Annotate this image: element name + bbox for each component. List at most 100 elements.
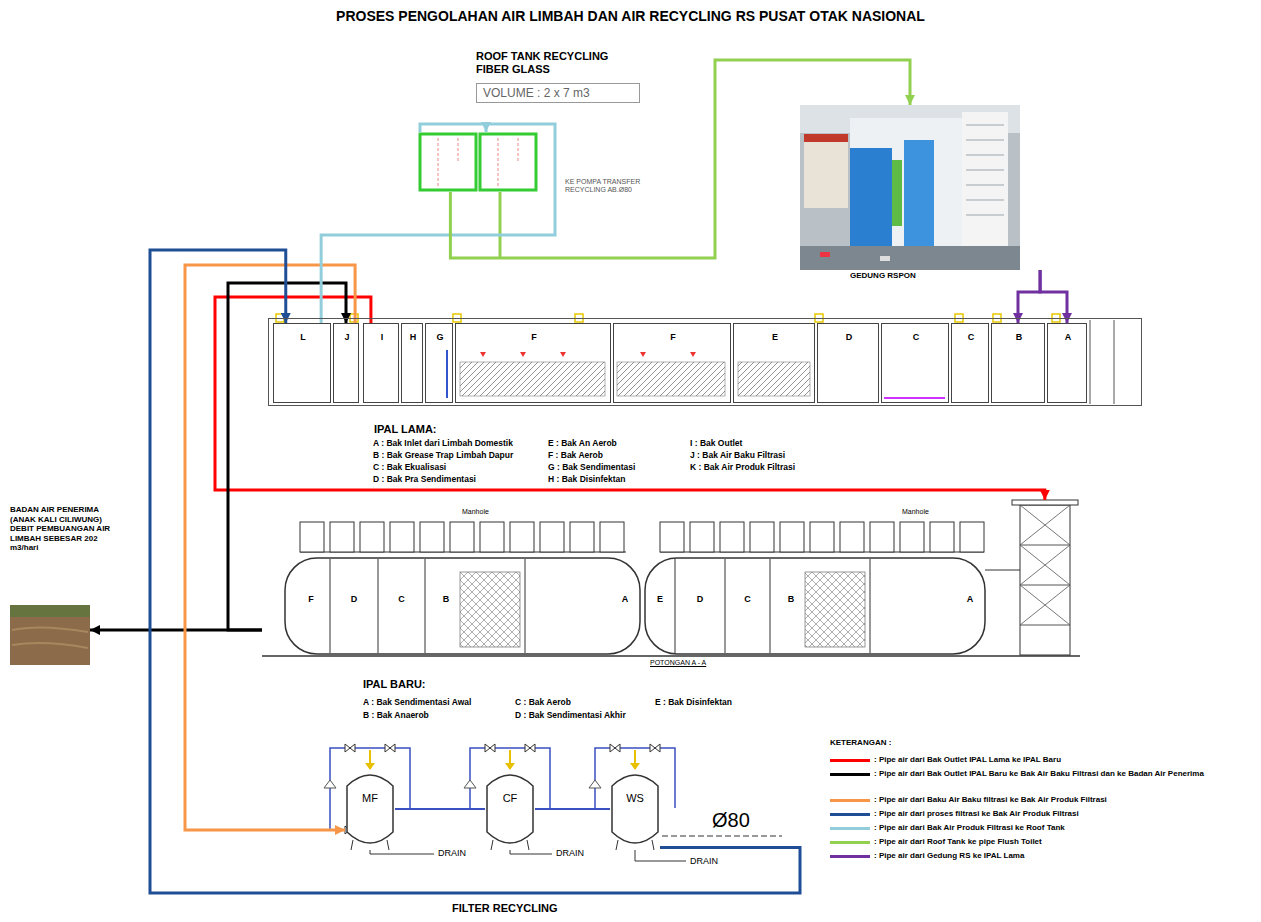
legend-swatch [830, 773, 870, 776]
annotation-label: F : Bak Aerob [548, 450, 603, 460]
ipal-lama-drawing-part [617, 362, 725, 396]
node-sublabel: VOLUME : 2 x 7 m3 [476, 83, 640, 103]
node-label: I [364, 332, 400, 343]
pipe-connector [228, 283, 346, 630]
building-photo-part [804, 134, 848, 142]
ipal-lama-drawing-part [446, 350, 448, 398]
pipe-connector [450, 60, 910, 258]
tank-piping [438, 138, 518, 186]
filter-piping-part [635, 850, 686, 861]
legend-swatch [830, 841, 870, 844]
ipal-baru-drawing-part [420, 522, 444, 552]
tank-chamber: F [613, 323, 731, 403]
node-label: IPAL BARU: [363, 678, 483, 691]
building-photo-part [820, 252, 830, 257]
annotation-label: C : Bak Aerob [515, 697, 571, 707]
tank-chamber: B [425, 568, 525, 650]
building-photo-part [800, 246, 1020, 270]
ipal-baru-drawing-part [660, 522, 684, 552]
building-photo-part [966, 140, 1004, 141]
node-label: F [456, 332, 612, 343]
building-photo-part [800, 105, 1020, 270]
tank-chamber: C [725, 568, 770, 650]
vessel-outline [485, 768, 535, 850]
tank-chamber: F [292, 568, 330, 650]
node-label: CF [485, 792, 535, 805]
tank-chamber: G [425, 323, 453, 403]
pipe-connector [1040, 270, 1067, 323]
ipal-lama-drawing-part [1090, 320, 1091, 404]
ipal-baru-drawing-part [390, 522, 414, 552]
ipal-baru-drawing-part [1020, 505, 1070, 625]
river-photo [10, 605, 90, 665]
ipal-structure: IPAL LAMA:LJIHGFFEDCCBA [268, 318, 1142, 406]
pipe-connector [395, 808, 485, 810]
legend-text: : Pipe air dari Gedung RS ke IPAL Lama [874, 851, 1254, 861]
ipal-baru-drawing-part [285, 558, 640, 654]
annotation-label: K : Bak Air Produk Filtrasi [690, 462, 795, 472]
annotation-label: DRAIN [556, 848, 584, 859]
annotation-label: A : Bak Inlet dari Limbah Domestik [373, 438, 513, 448]
ipal-baru-drawing-part [690, 522, 714, 552]
legend-text: : Pipe air dari Baku Air Baku filtrasi k… [874, 795, 1254, 805]
tank-chamber: D [675, 568, 725, 650]
ipal-structure: IPAL BARU:FDCBAEDCBA [262, 500, 1080, 660]
filter-vessel: MF [345, 768, 395, 850]
ipal-baru-drawing-part [360, 522, 384, 552]
node-label: C [952, 332, 990, 343]
node-label: A [960, 594, 980, 605]
annotation-label: DRAIN [438, 848, 466, 859]
annotation-label: D : Bak Pra Sendimentasi [373, 474, 476, 484]
node-label: E [645, 594, 675, 605]
pipe-connector [1018, 270, 1040, 323]
tank-chamber: E [733, 323, 815, 403]
tank-chamber: D [817, 323, 879, 403]
building-photo-part [850, 118, 962, 248]
ipal-baru-drawing-part [460, 572, 520, 647]
node-label: B [784, 594, 798, 605]
legend-text: : Pipe air dari Bak Outlet IPAL Lama ke … [874, 755, 1254, 765]
ipal-baru-drawing-part [675, 559, 676, 653]
ipal-baru-drawing-part [525, 559, 526, 653]
filter-piping-part [634, 750, 636, 764]
building-photo-part [966, 170, 1004, 171]
ipal-baru-drawing-part [870, 522, 894, 552]
annotation-label: DRAIN [690, 856, 718, 867]
annotation-label: POTONGAN A - A [650, 659, 706, 667]
node-label: A [1048, 332, 1088, 343]
filter-piping-part [369, 750, 371, 764]
pipe-connector [150, 250, 800, 893]
node-label: D [818, 332, 880, 343]
node-label: C [725, 594, 770, 605]
node-label: B [992, 332, 1046, 343]
pipe-connector [185, 265, 355, 830]
building-photo: GEDUNG RSPON [800, 105, 1045, 270]
building-photo-part [966, 215, 1004, 216]
vessel-legs [616, 840, 654, 850]
annotation-label: D : Bak Sendimentasi Akhir [515, 710, 626, 720]
filter-piping-part [370, 850, 434, 854]
node-label: L [274, 332, 332, 343]
tank-chamber: A [1047, 323, 1087, 403]
pipe-connector [321, 124, 555, 323]
tank-chamber: A [870, 568, 985, 650]
legend-swatch [830, 759, 870, 762]
ipal-baru-drawing [262, 500, 1080, 656]
building-photo-part [850, 148, 892, 246]
pipe-connector [535, 808, 610, 810]
tank-cell [420, 134, 476, 190]
ipal-baru-drawing-part [262, 655, 1080, 657]
tank-chamber: C [378, 568, 425, 650]
tank-chamber: B [991, 323, 1045, 403]
roof-tank-piping-part [499, 192, 502, 258]
node-label: D [330, 594, 378, 605]
building-photo-part [904, 140, 934, 246]
diagram-title: PROSES PENGOLAHAN AIR LIMBAH DAN AIR REC… [0, 8, 1261, 25]
annotation-label: G : Bak Sendimentasi [548, 462, 635, 472]
annotation-label: E : Bak Disinfektan [655, 697, 732, 707]
legend-swatch [830, 827, 870, 830]
node-label: GEDUNG RSPON [850, 271, 970, 281]
annotation-label: Ø80 [712, 808, 750, 832]
node-label: WS [610, 792, 660, 805]
filter-piping-part [509, 750, 511, 764]
